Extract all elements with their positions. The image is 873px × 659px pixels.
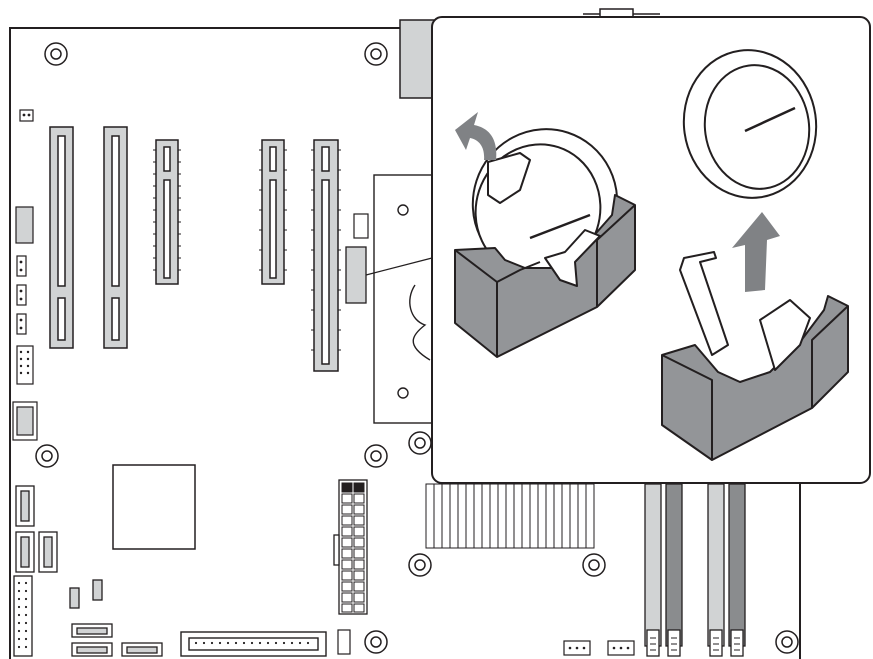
pcie-slot-2 [261, 139, 285, 285]
dimm-slot-icon [644, 483, 662, 657]
mounting-holes [35, 42, 799, 654]
sata-connector-icon [71, 642, 113, 657]
mounting-hole-icon [408, 431, 432, 455]
fan-header [353, 213, 369, 239]
mounting-hole-icon [775, 630, 799, 654]
rotate-arrow-icon [455, 112, 497, 160]
mounting-hole-icon [44, 42, 68, 66]
mounting-hole-icon [35, 444, 59, 468]
battery-holder-left [454, 128, 636, 358]
small-header [337, 629, 351, 655]
dimm-slot-icon [728, 483, 746, 657]
mounting-hole-icon [582, 553, 606, 577]
front-panel-pins [17, 581, 28, 649]
pcie-slot-1 [155, 139, 179, 285]
heatsink-bracket [373, 174, 435, 424]
header-pins [19, 113, 31, 375]
pci-slot-2 [103, 126, 128, 349]
front-panel-header [13, 575, 103, 657]
slot-teeth [153, 149, 341, 351]
mounting-hole-icon [364, 444, 388, 468]
sata-connector-icon [38, 531, 58, 573]
sata-connector-icon [121, 642, 163, 657]
sata-connector-icon [15, 485, 35, 527]
sata-connectors [15, 485, 163, 657]
sata-connector-icon [15, 531, 35, 573]
rear-io-bracket [399, 8, 660, 99]
left-headers [12, 109, 38, 441]
dimm-slots [644, 483, 746, 657]
ide-connector [180, 631, 327, 657]
pcie-x16-slot [313, 139, 339, 372]
bottom-headers [563, 640, 635, 656]
mounting-hole-icon [364, 630, 388, 654]
power-connector-cells [341, 482, 365, 613]
ide-pins [194, 641, 310, 645]
chipset [112, 464, 196, 550]
coin-cell-battery-icon [682, 49, 818, 199]
dimm-latch-lines [650, 637, 740, 651]
battery-location [345, 246, 367, 304]
heatsink-fins [425, 483, 595, 549]
callout-line [365, 257, 433, 276]
lift-arrow-icon [732, 212, 780, 292]
pci-slot-1 [49, 126, 74, 349]
sata-connector-icon [71, 623, 113, 638]
dimm-slot-icon [707, 483, 725, 657]
dimm-slot-icon [665, 483, 683, 657]
bottom-header-pins [568, 646, 630, 650]
battery-holder-right [661, 251, 849, 461]
mounting-hole-icon [364, 42, 388, 66]
board-outline [9, 27, 801, 659]
mounting-hole-icon [408, 553, 432, 577]
